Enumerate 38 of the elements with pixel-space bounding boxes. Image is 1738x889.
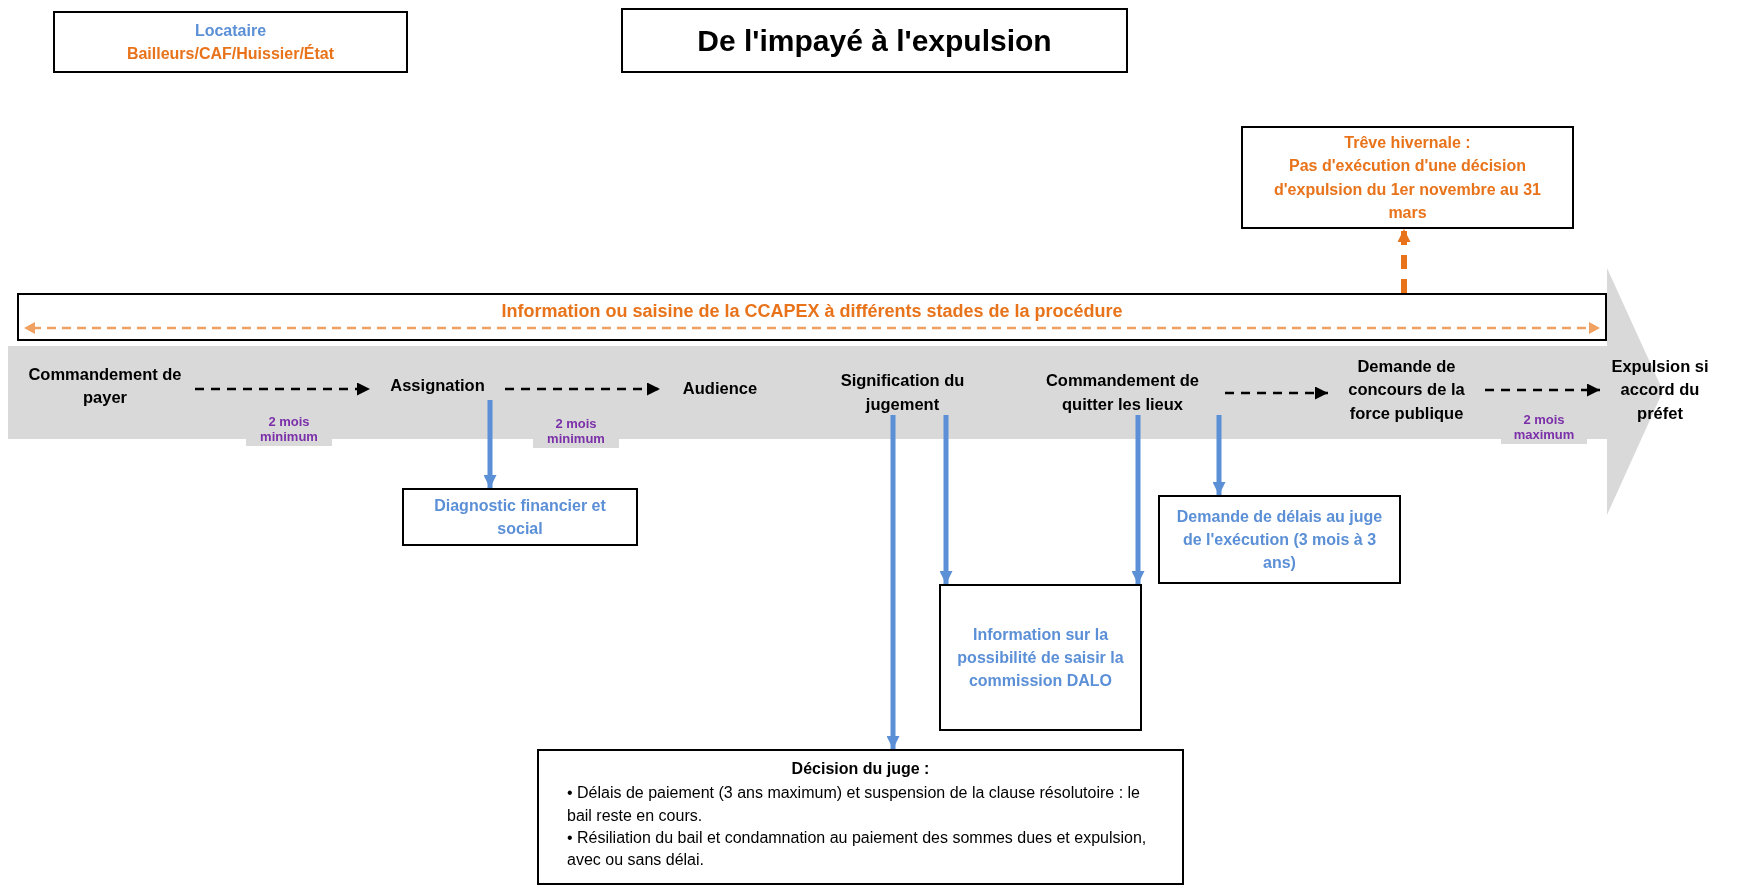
box-text: Information ou saisine de la CCAPEX à différents stades de la procédure (501, 300, 1123, 323)
step-label: Commandement de quitter les lieux (1020, 370, 1225, 415)
arrow (1485, 383, 1600, 397)
arrow (1225, 386, 1328, 400)
bullet-item: • Résiliation du bail et condamnation au paiement des sommes dues et expulsion, avec ou sans délai. (566, 827, 1148, 871)
note-box (537, 749, 1184, 885)
box-text: Diagnostic financier et social (433, 495, 607, 539)
arrow (1212, 415, 1226, 495)
arrow (1131, 415, 1145, 584)
step-label: Commandement de payer (15, 360, 195, 412)
step-label: Assignation (370, 372, 505, 400)
note-box (17, 293, 1607, 341)
step-label: Signification du jugement (815, 370, 990, 415)
note-box (939, 584, 1142, 731)
arrow (483, 400, 497, 488)
legend-entry: Locataire (194, 20, 267, 41)
box-text: Pas d'exécution d'une décision d'expulsion du 1er novembre au 31 mars (1273, 156, 1542, 223)
step-label: Expulsion si accord du préfet (1600, 355, 1720, 425)
note-box (1158, 495, 1401, 584)
arrow (505, 382, 660, 396)
edge-label: 2 mois minimum (246, 414, 332, 446)
note-box (402, 488, 638, 546)
step-label: Audience (660, 375, 780, 403)
edge-label: 2 mois maximum (1501, 412, 1587, 444)
arrow (1397, 229, 1411, 293)
box-text: Trêve hivernale : (1344, 133, 1471, 154)
title: De l'impayé à l'expulsion (621, 8, 1128, 73)
arrow (886, 415, 900, 749)
arrow (195, 382, 370, 396)
legend-entry: Bailleurs/CAF/Huissier/État (126, 43, 335, 64)
box-heading: Décision du juge : (790, 759, 931, 779)
step-label: Demande de concours de la force publique (1328, 355, 1485, 425)
note-box (1241, 126, 1574, 229)
box-text: Demande de délais au juge de l'exécution (3 mois à 3 ans) (1175, 506, 1384, 574)
bullet-item: • Délais de paiement (3 ans maximum) et suspension de la clause résolutoire : le bail reste en cours. (566, 783, 1141, 826)
edge-label: 2 mois minimum (533, 416, 619, 448)
arrow (939, 415, 953, 584)
box-text: Information sur la possibilité de saisir la commission DALO (956, 624, 1125, 692)
